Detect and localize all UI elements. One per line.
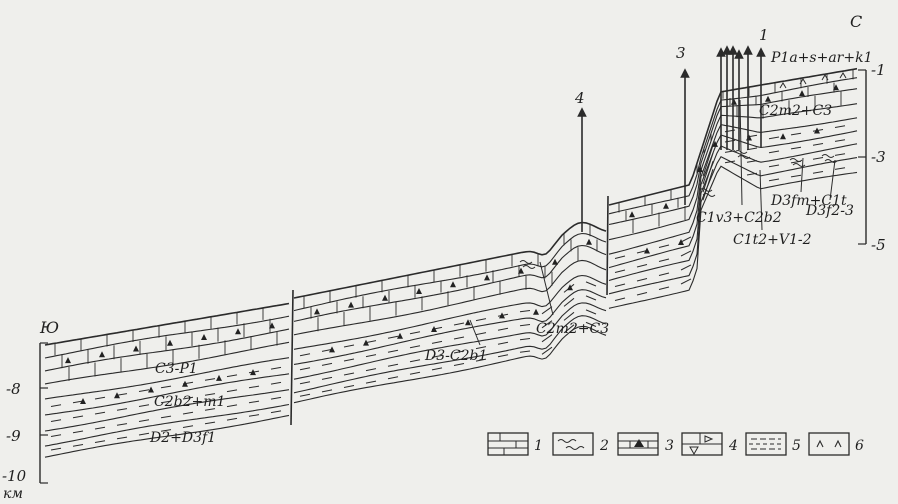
left-unit: км [3,486,23,502]
well-3-label: 3 [676,44,686,62]
legend-item-6: 6 [808,432,864,456]
fault-north [606,195,609,296]
label-north-c1t2-v12: C1t2+V1-2 [733,232,812,248]
label-south-d2-d3f1: D2+D3f1 [149,430,216,446]
well-1-label: 1 [759,26,769,44]
label-north-d3f23: D3f2-3 [805,203,854,219]
south-label: Ю [39,318,59,337]
left-tick-9: -9 [6,427,21,445]
legend-swatch-anhydrite [808,432,850,456]
legend-item-1: 1 [487,432,543,456]
lithology-hatching [50,69,854,451]
depth-scale-left: -8 -9 -10 км [2,342,48,502]
legend: 1 2 3 4 [487,432,864,456]
wells: 4 3 1 [574,26,769,232]
legend-item-2: 2 [552,432,609,456]
north-label: С [850,12,862,31]
depth-scale-right: -1 -3 -5 [858,61,886,254]
legend-swatch-shale [745,432,787,456]
legend-number-6: 6 [855,438,864,454]
well-4-label: 4 [574,89,585,107]
label-south-c3-p1: C3-P1 [155,361,198,377]
right-tick-5: -5 [871,236,886,254]
label-north-c2m2-c3: C2m2+C3 [759,103,832,119]
right-tick-3: -3 [871,148,886,166]
faults [290,195,609,426]
label-south-c2b2-m1: C2b2+m1 [154,394,225,410]
left-tick-10: -10 [2,467,27,485]
label-north-top: P1a+s+ar+k1 [770,50,872,66]
legend-item-3: 3 [617,432,674,456]
legend-number-4: 4 [728,438,738,454]
label-leaders [469,99,836,346]
legend-swatch-marl [552,432,594,456]
label-north-d3fm-c1t: D3fm+C1t [770,193,847,209]
legend-item-5: 5 [745,432,801,456]
legend-number-1: 1 [534,438,543,454]
right-tick-1: -1 [871,61,886,79]
strata-labels: P1a+s+ar+k1 C2m2+C3 C1v3+C2b2 C1t2+V1-2 … [149,50,872,446]
label-north-c1v3-c2b2: C1v3+C2b2 [696,210,782,226]
label-middle-c2m2-c3: C2m2+C3 [536,321,609,337]
left-tick-8: -8 [6,380,21,398]
legend-swatch-limestone [487,432,529,456]
legend-number-5: 5 [792,438,801,454]
legend-number-2: 2 [599,438,609,454]
fault-south [290,289,294,426]
legend-number-3: 3 [665,438,674,454]
legend-swatch-reef-limestone [617,432,659,456]
label-middle-d3-c2b1: D3-C2b1 [424,348,487,364]
legend-item-4: 4 [681,432,738,456]
